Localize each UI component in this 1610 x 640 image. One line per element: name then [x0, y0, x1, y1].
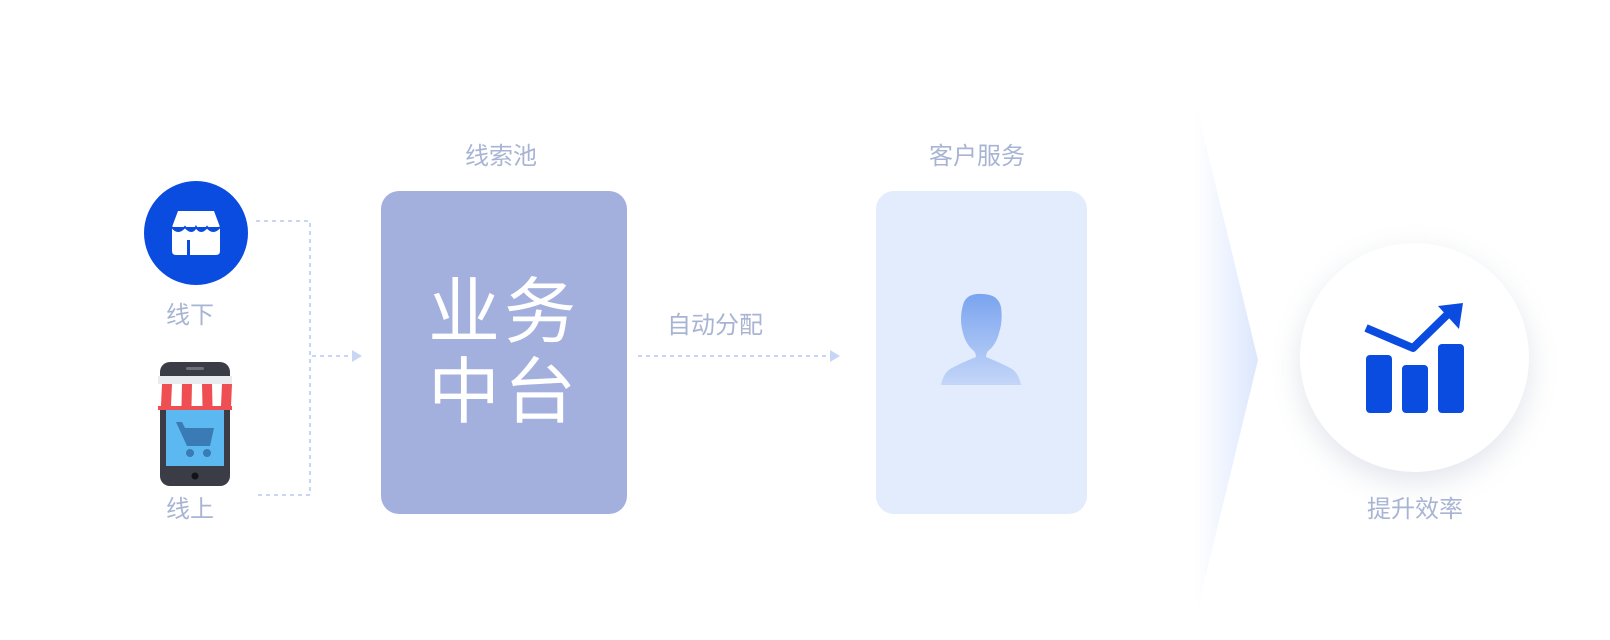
storefront-icon: [171, 211, 221, 255]
hub-title-line1: 业务: [427, 270, 580, 355]
offline-node: [144, 181, 248, 285]
customer-service-caption: 客户服务: [929, 142, 1025, 170]
efficiency-result-node: [1300, 243, 1529, 472]
lead-pool-caption: 线索池: [465, 142, 537, 170]
assign-arrowhead: [830, 350, 840, 362]
merge-arrowhead: [352, 350, 362, 362]
customer-service-card: [876, 191, 1087, 514]
offline-connector: [256, 220, 311, 496]
hub-title-line2: 中台: [427, 349, 580, 434]
offline-label: 线下: [166, 301, 214, 329]
mobile-shop-icon: [158, 362, 232, 486]
divider-fan: [1195, 100, 1258, 620]
auto-assign-label: 自动分配: [667, 311, 763, 339]
growth-chart-icon: [1363, 302, 1464, 413]
user-silhouette-icon: [941, 293, 1021, 385]
business-hub-card: 业务 中台: [381, 191, 627, 514]
online-label: 线上: [166, 495, 214, 523]
efficiency-label: 提升效率: [1367, 495, 1463, 523]
